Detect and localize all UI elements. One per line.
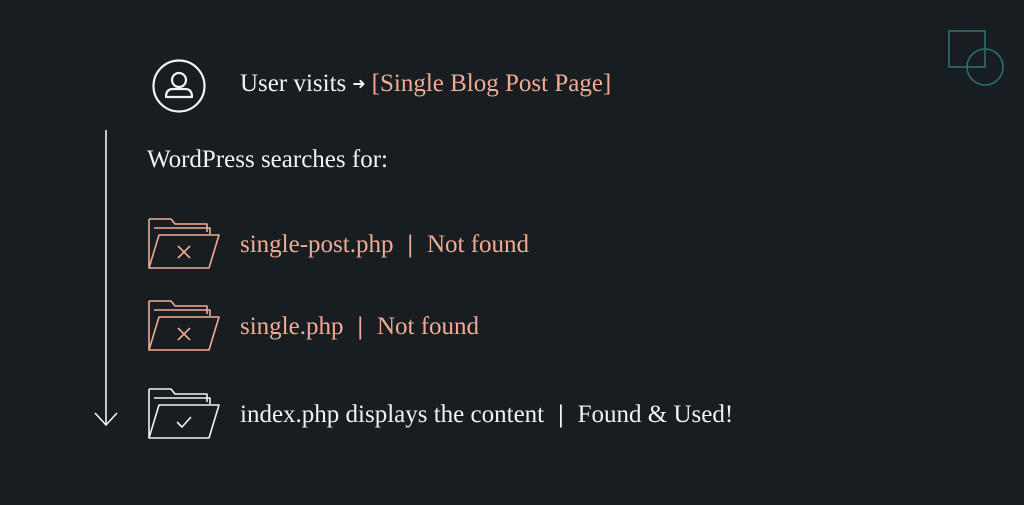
separator: |: [558, 401, 564, 428]
file-row: single.php | Not found: [240, 309, 479, 345]
down-arrow-icon: [94, 130, 118, 427]
file-name: single-post.php: [240, 231, 394, 258]
folder-x-icon: [148, 218, 220, 269]
folder-check-icon: [148, 388, 220, 439]
file-name: single.php: [240, 313, 344, 340]
separator: |: [357, 313, 363, 340]
separator: |: [407, 231, 413, 258]
user-icon: [152, 59, 206, 113]
file-status: Not found: [376, 313, 480, 340]
file-status: Not found: [426, 231, 530, 258]
search-heading: WordPress searches for:: [147, 146, 388, 173]
right-arrow-icon: ➜: [352, 76, 366, 93]
file-row: index.php displays the content | Found & U…: [240, 397, 733, 433]
folder-x-icon: [148, 300, 220, 351]
requested-page-label: [Single Blog Post Page]: [371, 70, 612, 97]
file-name: index.php displays the content: [240, 401, 545, 428]
user-visit-line: User visits ➜ [Single Blog Post Page]: [240, 66, 611, 102]
logo-mark: [948, 30, 1004, 86]
user-visits-label: User visits: [240, 70, 347, 97]
file-row: single-post.php | Not found: [240, 227, 529, 263]
file-status: Found & Used!: [577, 401, 734, 428]
